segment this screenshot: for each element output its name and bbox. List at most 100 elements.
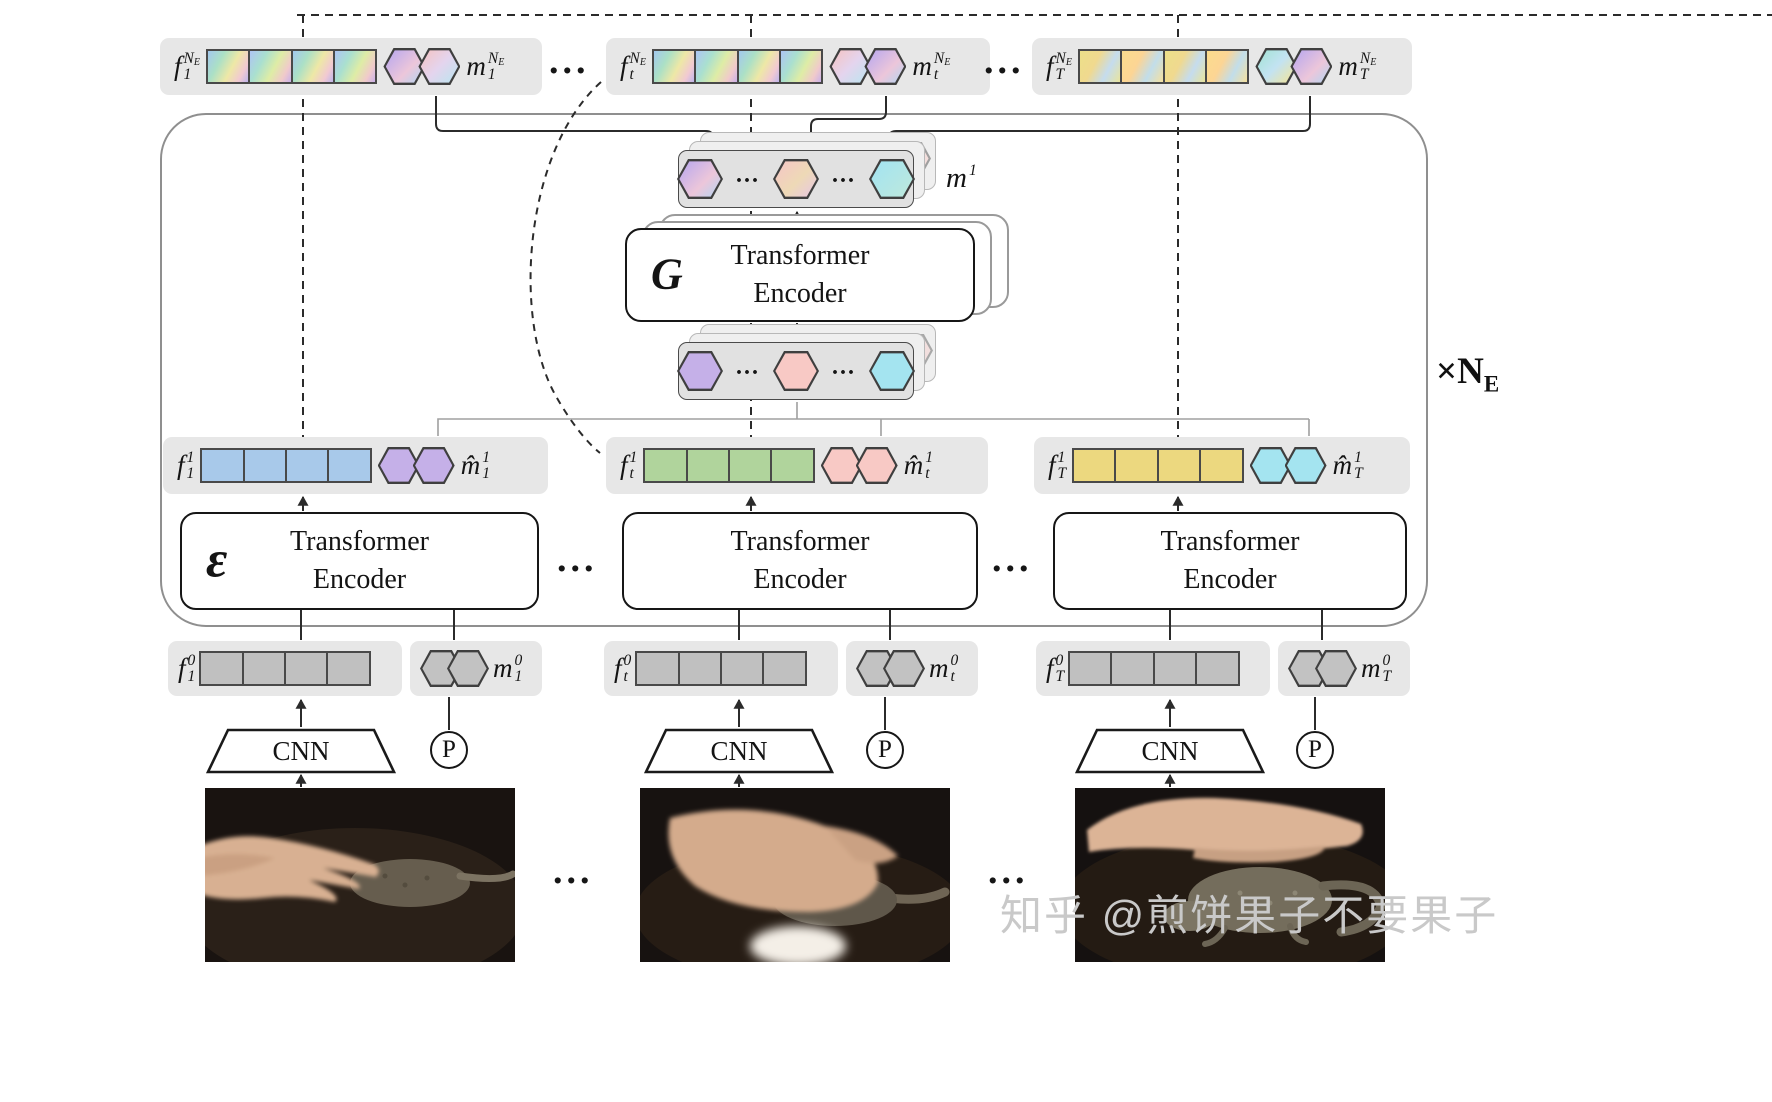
ellipsis: ... bbox=[736, 353, 760, 380]
cnn-trapezoid-icon bbox=[643, 728, 835, 774]
mask-tokens-T-1 bbox=[1249, 447, 1327, 484]
cnn-trapezoid-icon bbox=[205, 728, 397, 774]
cnn-label: CNN bbox=[1141, 735, 1199, 766]
cnn-label: CNN bbox=[710, 735, 768, 766]
positional-encoding-T: P bbox=[1296, 731, 1334, 769]
ellipsis-encoders-1: ... bbox=[557, 538, 598, 580]
script-e-symbol: ε bbox=[206, 531, 228, 589]
hexagon-token-icon bbox=[773, 351, 819, 391]
mask-gather-lines bbox=[437, 402, 1310, 436]
feature-tokens-T-0 bbox=[1068, 651, 1240, 686]
script-g-symbol: G bbox=[651, 249, 683, 299]
mask-tokens-t-NE bbox=[829, 48, 907, 85]
hexagon-token-icon bbox=[677, 159, 723, 199]
mask-tokens-t-0 bbox=[856, 650, 925, 687]
ellipsis-encoders-2: ... bbox=[992, 538, 1033, 580]
mask-tokens-T-NE bbox=[1255, 48, 1333, 85]
cnn-trapezoid-icon bbox=[1074, 728, 1266, 774]
hook-right bbox=[888, 96, 1311, 149]
m1-group-tokens: ...... bbox=[677, 150, 915, 208]
positional-encoding-1: P bbox=[430, 731, 468, 769]
hexagon-token-icon bbox=[677, 351, 723, 391]
gathered-mask-token-group: ...... bbox=[677, 324, 936, 400]
feature-tokens-T-1 bbox=[1072, 448, 1244, 483]
mask-tokens-1-NE bbox=[383, 48, 461, 85]
feature-tokens-t-1 bbox=[643, 448, 815, 483]
ellipsis-top-2: ... bbox=[984, 40, 1025, 82]
video-frame-t bbox=[640, 788, 950, 962]
feedback-dashed-arc bbox=[529, 81, 602, 454]
feature-tokens-t-NE bbox=[651, 49, 824, 84]
hexagon-token-icon bbox=[869, 351, 915, 391]
cnn-block-1: CNN bbox=[205, 728, 397, 774]
feature-tokens-t-0 bbox=[635, 651, 807, 686]
positional-encoding-t: P bbox=[866, 731, 904, 769]
hexagon-token-icon bbox=[869, 159, 915, 199]
hook-mid bbox=[810, 96, 887, 149]
m1-token-group: ...... bbox=[677, 132, 936, 208]
cnn-block-t: CNN bbox=[643, 728, 835, 774]
feature-tokens-T-NE bbox=[1077, 49, 1250, 84]
feature-tokens-1-NE bbox=[205, 49, 378, 84]
video-frame-T bbox=[1075, 788, 1385, 962]
watermark: 知乎 @煎饼果子不要果子 bbox=[1000, 892, 1499, 939]
ellipsis: ... bbox=[832, 353, 856, 380]
cnn-label: CNN bbox=[272, 735, 330, 766]
hook-left bbox=[435, 96, 714, 149]
ellipsis-top-1: ... bbox=[549, 40, 590, 82]
ellipsis: ... bbox=[832, 161, 856, 188]
mask-tokens-1-1 bbox=[377, 447, 455, 484]
ellipsis: ... bbox=[736, 161, 760, 188]
hexagon-token-icon bbox=[773, 159, 819, 199]
loop-count-label: ×NE bbox=[1436, 351, 1500, 397]
input-group-tokens: ...... bbox=[677, 342, 915, 400]
feature-tokens-1-0 bbox=[199, 651, 371, 686]
ellipsis-frames-2: ... bbox=[988, 850, 1029, 892]
mask-tokens-t-1 bbox=[820, 447, 898, 484]
video-frame-1 bbox=[205, 788, 515, 962]
feature-tokens-1-1 bbox=[200, 448, 372, 483]
mask-tokens-T-0 bbox=[1288, 650, 1357, 687]
mask-tokens-1-0 bbox=[420, 650, 489, 687]
